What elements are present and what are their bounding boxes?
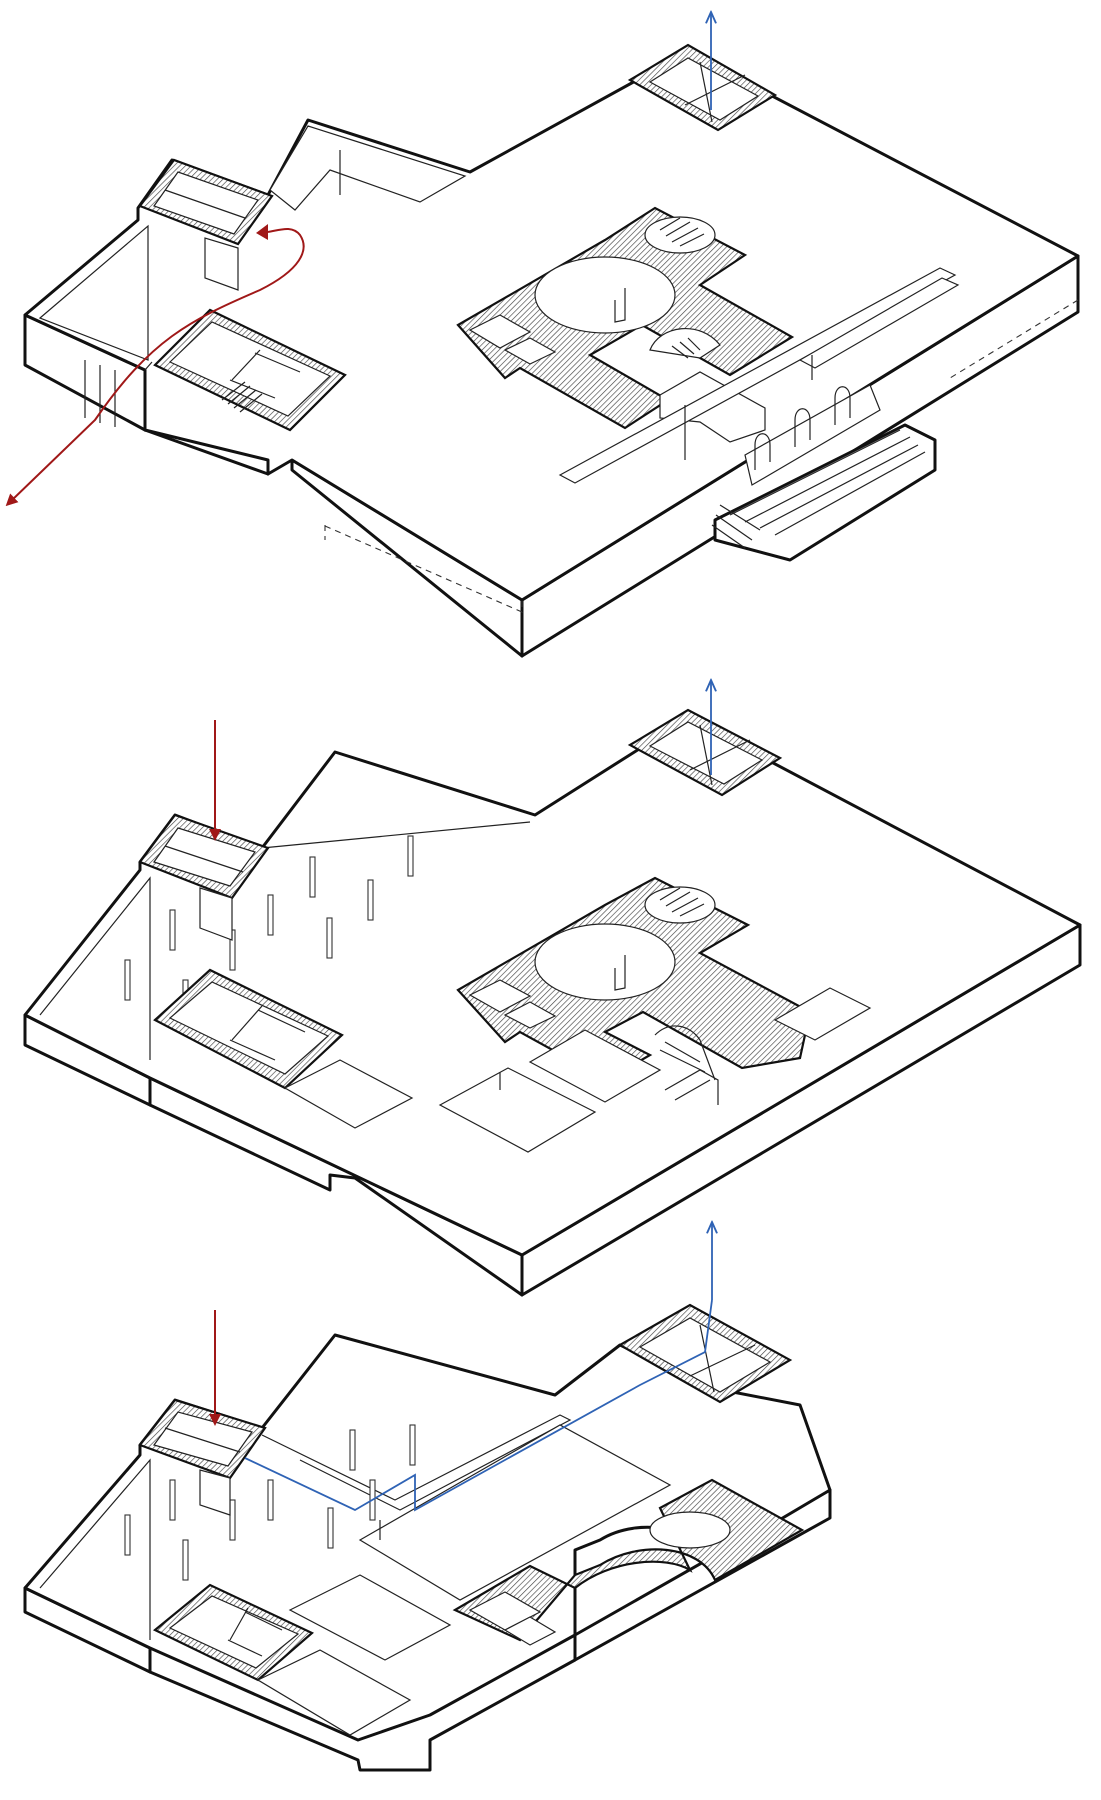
- level-2-column: [367, 879, 374, 921]
- level-3-column: [267, 1479, 274, 1521]
- level-3-central-hall: [358, 1424, 672, 1601]
- level-1-arch-2: [794, 408, 811, 447]
- level-1-lightwell-stair: [221, 381, 263, 413]
- level-2-column: [169, 909, 176, 951]
- level-1-spiral-lower-steps: [671, 337, 701, 359]
- level-1-rear-service-well-void: [648, 57, 760, 121]
- level-1-hidden-edges: [324, 299, 1079, 613]
- level-3-column: [327, 1507, 334, 1549]
- level-2-sunken-room-center: [528, 1029, 662, 1103]
- level-3-service-wall: [699, 1324, 715, 1393]
- level-3-courtyard-room-left-2: [503, 1616, 557, 1646]
- level-2-stair-tower-wall: [164, 845, 244, 873]
- level-3-left-hall-interior: [39, 1458, 151, 1640]
- level-1-left-wing-interior: [38, 224, 153, 371]
- level-2-hall-boundary: [261, 821, 531, 849]
- level-3-column: [349, 1429, 356, 1471]
- level-2-lightwell-wall: [229, 1039, 276, 1061]
- level-2-courtyard-room-left: [468, 979, 532, 1013]
- level-3-stair-tower-void: [153, 1411, 253, 1467]
- level-2-spiral-stair-lower: [654, 1025, 716, 1081]
- level-2-service-wall: [699, 724, 713, 786]
- level-3-second-basement: [23, 1222, 832, 1772]
- level-1-spiral-stair-lower: [649, 328, 721, 359]
- level-1-rotunda-column: [614, 288, 626, 323]
- level-1-service-wall: [699, 61, 713, 123]
- level-1-stair-tower-face: [204, 237, 239, 291]
- level-1-ground-floor: [5, 12, 1080, 658]
- level-2-service-wall: [689, 739, 751, 771]
- level-1-rear-room: [269, 125, 467, 211]
- level-3-column: [182, 1539, 189, 1581]
- level-2-stair-tower-void: [153, 827, 256, 887]
- level-2-lightwell-void: [168, 981, 330, 1075]
- level-2-stair-tower-face: [199, 887, 233, 941]
- level-3-stair-tower-wall: [164, 1427, 241, 1453]
- level-2-lightwell-wall: [231, 1005, 263, 1041]
- level-2-left-hall-interior: [39, 876, 151, 1060]
- level-3-sunken-room-front: [256, 1649, 412, 1736]
- level-3-column: [409, 1424, 416, 1466]
- level-2-column: [124, 959, 131, 1001]
- level-1-service-wall: [684, 74, 746, 106]
- level-3-sunken-room-middle: [288, 1574, 452, 1661]
- level-3-column: [229, 1499, 236, 1541]
- level-3-exit-path: [244, 1299, 713, 1512]
- level-1-stair-side-treads: [711, 504, 761, 549]
- level-1-entrance-stair: [713, 423, 937, 562]
- level-2-column: [267, 894, 274, 936]
- level-3-column: [124, 1514, 131, 1556]
- level-2-courtyard-rotunda: [534, 923, 676, 1001]
- level-1-arcade-wall: [744, 384, 881, 486]
- level-3-service-wall: [689, 1344, 756, 1377]
- level-2-sunken-room-left: [438, 1067, 597, 1153]
- level-3-stair-tower-face: [199, 1469, 231, 1516]
- level-3-rear-service-well-void: [638, 1317, 772, 1393]
- level-2-lightwell-wall: [257, 1009, 306, 1033]
- level-2-sunken-room-right: [773, 987, 872, 1041]
- level-1-arch-3: [834, 386, 851, 425]
- level-1-entry-lightwell-void: [168, 321, 332, 417]
- level-1-entry-arrowhead: [256, 224, 268, 240]
- level-2-column: [309, 856, 316, 898]
- level-3-spiral-stair: [649, 1511, 731, 1549]
- level-2-courtyard-room-left-2: [503, 1001, 557, 1029]
- level-1-courtyard-room-left: [468, 314, 532, 349]
- level-1-stair-tower-wall: [164, 189, 246, 219]
- level-1-spiral-steps: [659, 217, 705, 247]
- level-1-courtyard-rotunda: [534, 256, 676, 334]
- level-1-lightwell-wall: [231, 349, 261, 381]
- level-2-sunken-room: [283, 1059, 414, 1129]
- level-3-lightwell-wall: [229, 1607, 249, 1641]
- level-1-stair-treads: [729, 429, 926, 536]
- level-1-lightwell-wall: [229, 379, 276, 399]
- level-3-column: [169, 1479, 176, 1521]
- level-2-rotunda-column: [614, 955, 626, 991]
- level-1-courtyard-room-left-2: [503, 337, 557, 365]
- level-1-lightwell-wall: [254, 352, 301, 373]
- level-1-spiral-stair-upper: [644, 216, 716, 254]
- level-1-long-gallery-upper: [798, 277, 960, 369]
- level-1-stair-tower-void: [153, 171, 259, 235]
- level-2-first-basement: [23, 680, 1082, 1297]
- level-2-column: [407, 835, 414, 877]
- level-1-long-gallery-lower: [558, 267, 957, 484]
- level-1-arch-1: [754, 433, 771, 470]
- level-3-lightwell-wall: [227, 1639, 263, 1657]
- level-2-spiral-steps: [659, 887, 705, 917]
- level-2-column: [326, 917, 333, 959]
- level-1-entry-path: [5, 228, 305, 507]
- level-2-stair-down: [664, 1069, 719, 1105]
- level-3-lightwell-wall: [244, 1611, 283, 1631]
- level-2-spiral-stair-upper: [644, 886, 716, 924]
